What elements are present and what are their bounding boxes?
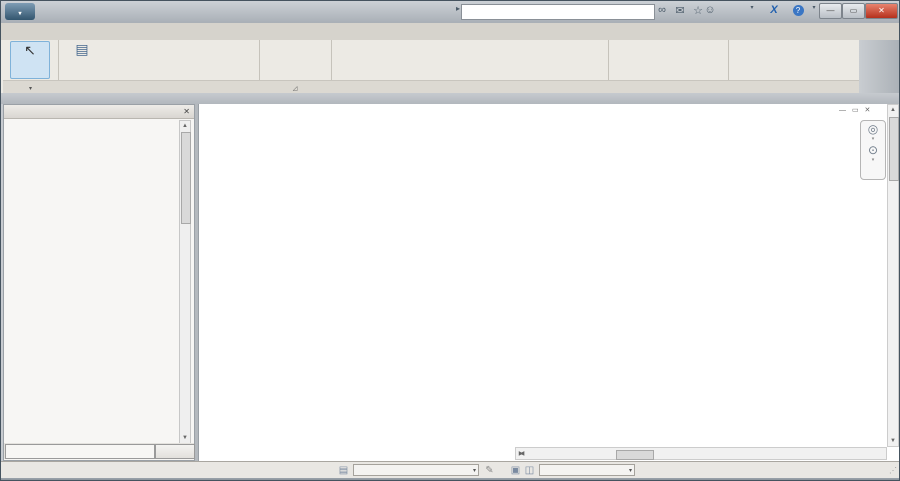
steering-wheel-icon[interactable]: ◎ xyxy=(867,122,879,136)
vertical-scrollbar[interactable]: ▲ ▼ xyxy=(887,104,899,447)
ribbon-filler xyxy=(859,40,899,93)
view-minimize-icon[interactable]: — xyxy=(839,107,846,114)
browser-bottom-tabs xyxy=(4,443,195,459)
floor-plan[interactable] xyxy=(199,104,889,447)
select-panel: ↖ ▾ xyxy=(3,40,59,93)
title-bar: ▾ ▸ ∞ ✉ ☆ ☺ ▾ X ? ▾ — ▭ ✕ xyxy=(1,1,899,23)
navigation-bar: ◎ ▾ ⊙ ▾ xyxy=(860,120,886,180)
help-icon[interactable]: ? xyxy=(791,4,805,16)
panel-splitter[interactable] xyxy=(195,104,198,461)
communication-center-icon[interactable]: ✉ xyxy=(675,5,685,17)
steering-wheel-dropdown-icon[interactable]: ▾ xyxy=(871,136,875,142)
search-icon[interactable]: ∞ xyxy=(658,4,666,16)
windows-panel xyxy=(728,40,859,93)
editing-requests-icon[interactable]: ✎ xyxy=(485,465,494,476)
view-window-controls: — ▭ ✕ xyxy=(839,106,870,114)
worksets-icon[interactable]: ▤ xyxy=(338,465,349,476)
ribbon-tab-bar xyxy=(1,23,899,41)
modify-button[interactable]: ↖ xyxy=(10,41,50,79)
presentation-panel-expander[interactable]: ◿ xyxy=(259,80,331,93)
scroll-down-icon[interactable]: ▼ xyxy=(182,435,188,441)
drawing-area[interactable]: — ▭ ✕ ◎ ▾ ⊙ ▾ ▲ ▼ ◀ ▶ xyxy=(198,104,899,461)
minimize-button[interactable]: — xyxy=(819,3,842,19)
windows-panel-label[interactable] xyxy=(728,80,859,93)
window-bottom-edge xyxy=(1,478,899,480)
horizontal-scrollbar[interactable]: ◀ ▶ xyxy=(515,447,887,460)
favorites-icon[interactable]: ☆ xyxy=(693,5,703,17)
view-templates-button[interactable]: ▤ xyxy=(60,41,104,79)
active-design-option-dropdown[interactable]: ▾ xyxy=(539,464,635,476)
frame-strip xyxy=(1,93,899,104)
create-panel xyxy=(331,40,609,93)
v-scroll-thumb[interactable] xyxy=(889,117,899,181)
zoom-dropdown-icon[interactable]: ▾ xyxy=(871,157,875,163)
modify-cursor-icon: ↖ xyxy=(24,42,36,58)
sign-in-icon[interactable]: ☺ xyxy=(704,4,716,16)
status-bar: ▤ ▾ ✎ ▣ ◫ ▾ ⋰ xyxy=(1,461,899,479)
zoom-icon[interactable]: ⊙ xyxy=(867,143,879,157)
view-templates-icon: ▤ xyxy=(75,41,89,57)
resize-grip[interactable]: ⋰ xyxy=(889,466,897,475)
project-browser-header[interactable]: ✕ xyxy=(4,105,194,119)
application-menu-button[interactable]: ▾ xyxy=(5,3,35,20)
sign-in-dropdown-icon[interactable]: ▾ xyxy=(750,5,754,11)
tab-project-browser[interactable] xyxy=(5,444,155,459)
search-input[interactable] xyxy=(461,4,655,20)
qat-overflow-icon[interactable]: ▸ xyxy=(455,4,460,13)
graphics-panel-label[interactable] xyxy=(58,80,259,93)
sheet-composition-panel xyxy=(608,40,729,93)
scroll-up-icon[interactable]: ▲ xyxy=(890,107,896,113)
select-panel-label[interactable]: ▾ xyxy=(3,80,58,93)
ribbon: ↖ ▾ ▤ ◿ xyxy=(1,40,859,93)
project-browser-close-icon[interactable]: ✕ xyxy=(183,107,190,116)
scroll-left-icon[interactable]: ◀ xyxy=(519,451,525,457)
tab-properties[interactable] xyxy=(155,444,195,459)
project-browser-panel: ✕ ▲ ▼ xyxy=(3,104,195,461)
exchange-apps-icon[interactable]: X xyxy=(770,4,778,16)
scroll-down-icon[interactable]: ▼ xyxy=(890,438,896,444)
presentation-panel: ◿ xyxy=(259,40,332,93)
h-scroll-thumb[interactable] xyxy=(616,450,654,460)
create-panel-label[interactable] xyxy=(331,80,608,93)
restore-button[interactable]: ▭ xyxy=(842,3,865,19)
help-dropdown-icon[interactable]: ▾ xyxy=(812,5,816,11)
sheet-composition-panel-label[interactable] xyxy=(608,80,728,93)
close-button[interactable]: ✕ xyxy=(865,3,898,19)
browser-tree-scrollbar[interactable]: ▲ ▼ xyxy=(179,120,191,444)
scroll-up-icon[interactable]: ▲ xyxy=(182,123,188,129)
scroll-right-icon[interactable]: ▶ xyxy=(518,451,524,457)
view-restore-icon[interactable]: ▭ xyxy=(851,107,859,114)
exclude-options-icon[interactable]: ◫ xyxy=(524,465,535,476)
view-close-icon[interactable]: ✕ xyxy=(864,107,871,114)
design-options-icon[interactable]: ▣ xyxy=(510,465,521,476)
browser-scroll-thumb[interactable] xyxy=(181,132,191,224)
project-browser-tree xyxy=(4,120,180,444)
active-workset-dropdown[interactable]: ▾ xyxy=(353,464,479,476)
graphics-panel: ▤ xyxy=(58,40,260,93)
